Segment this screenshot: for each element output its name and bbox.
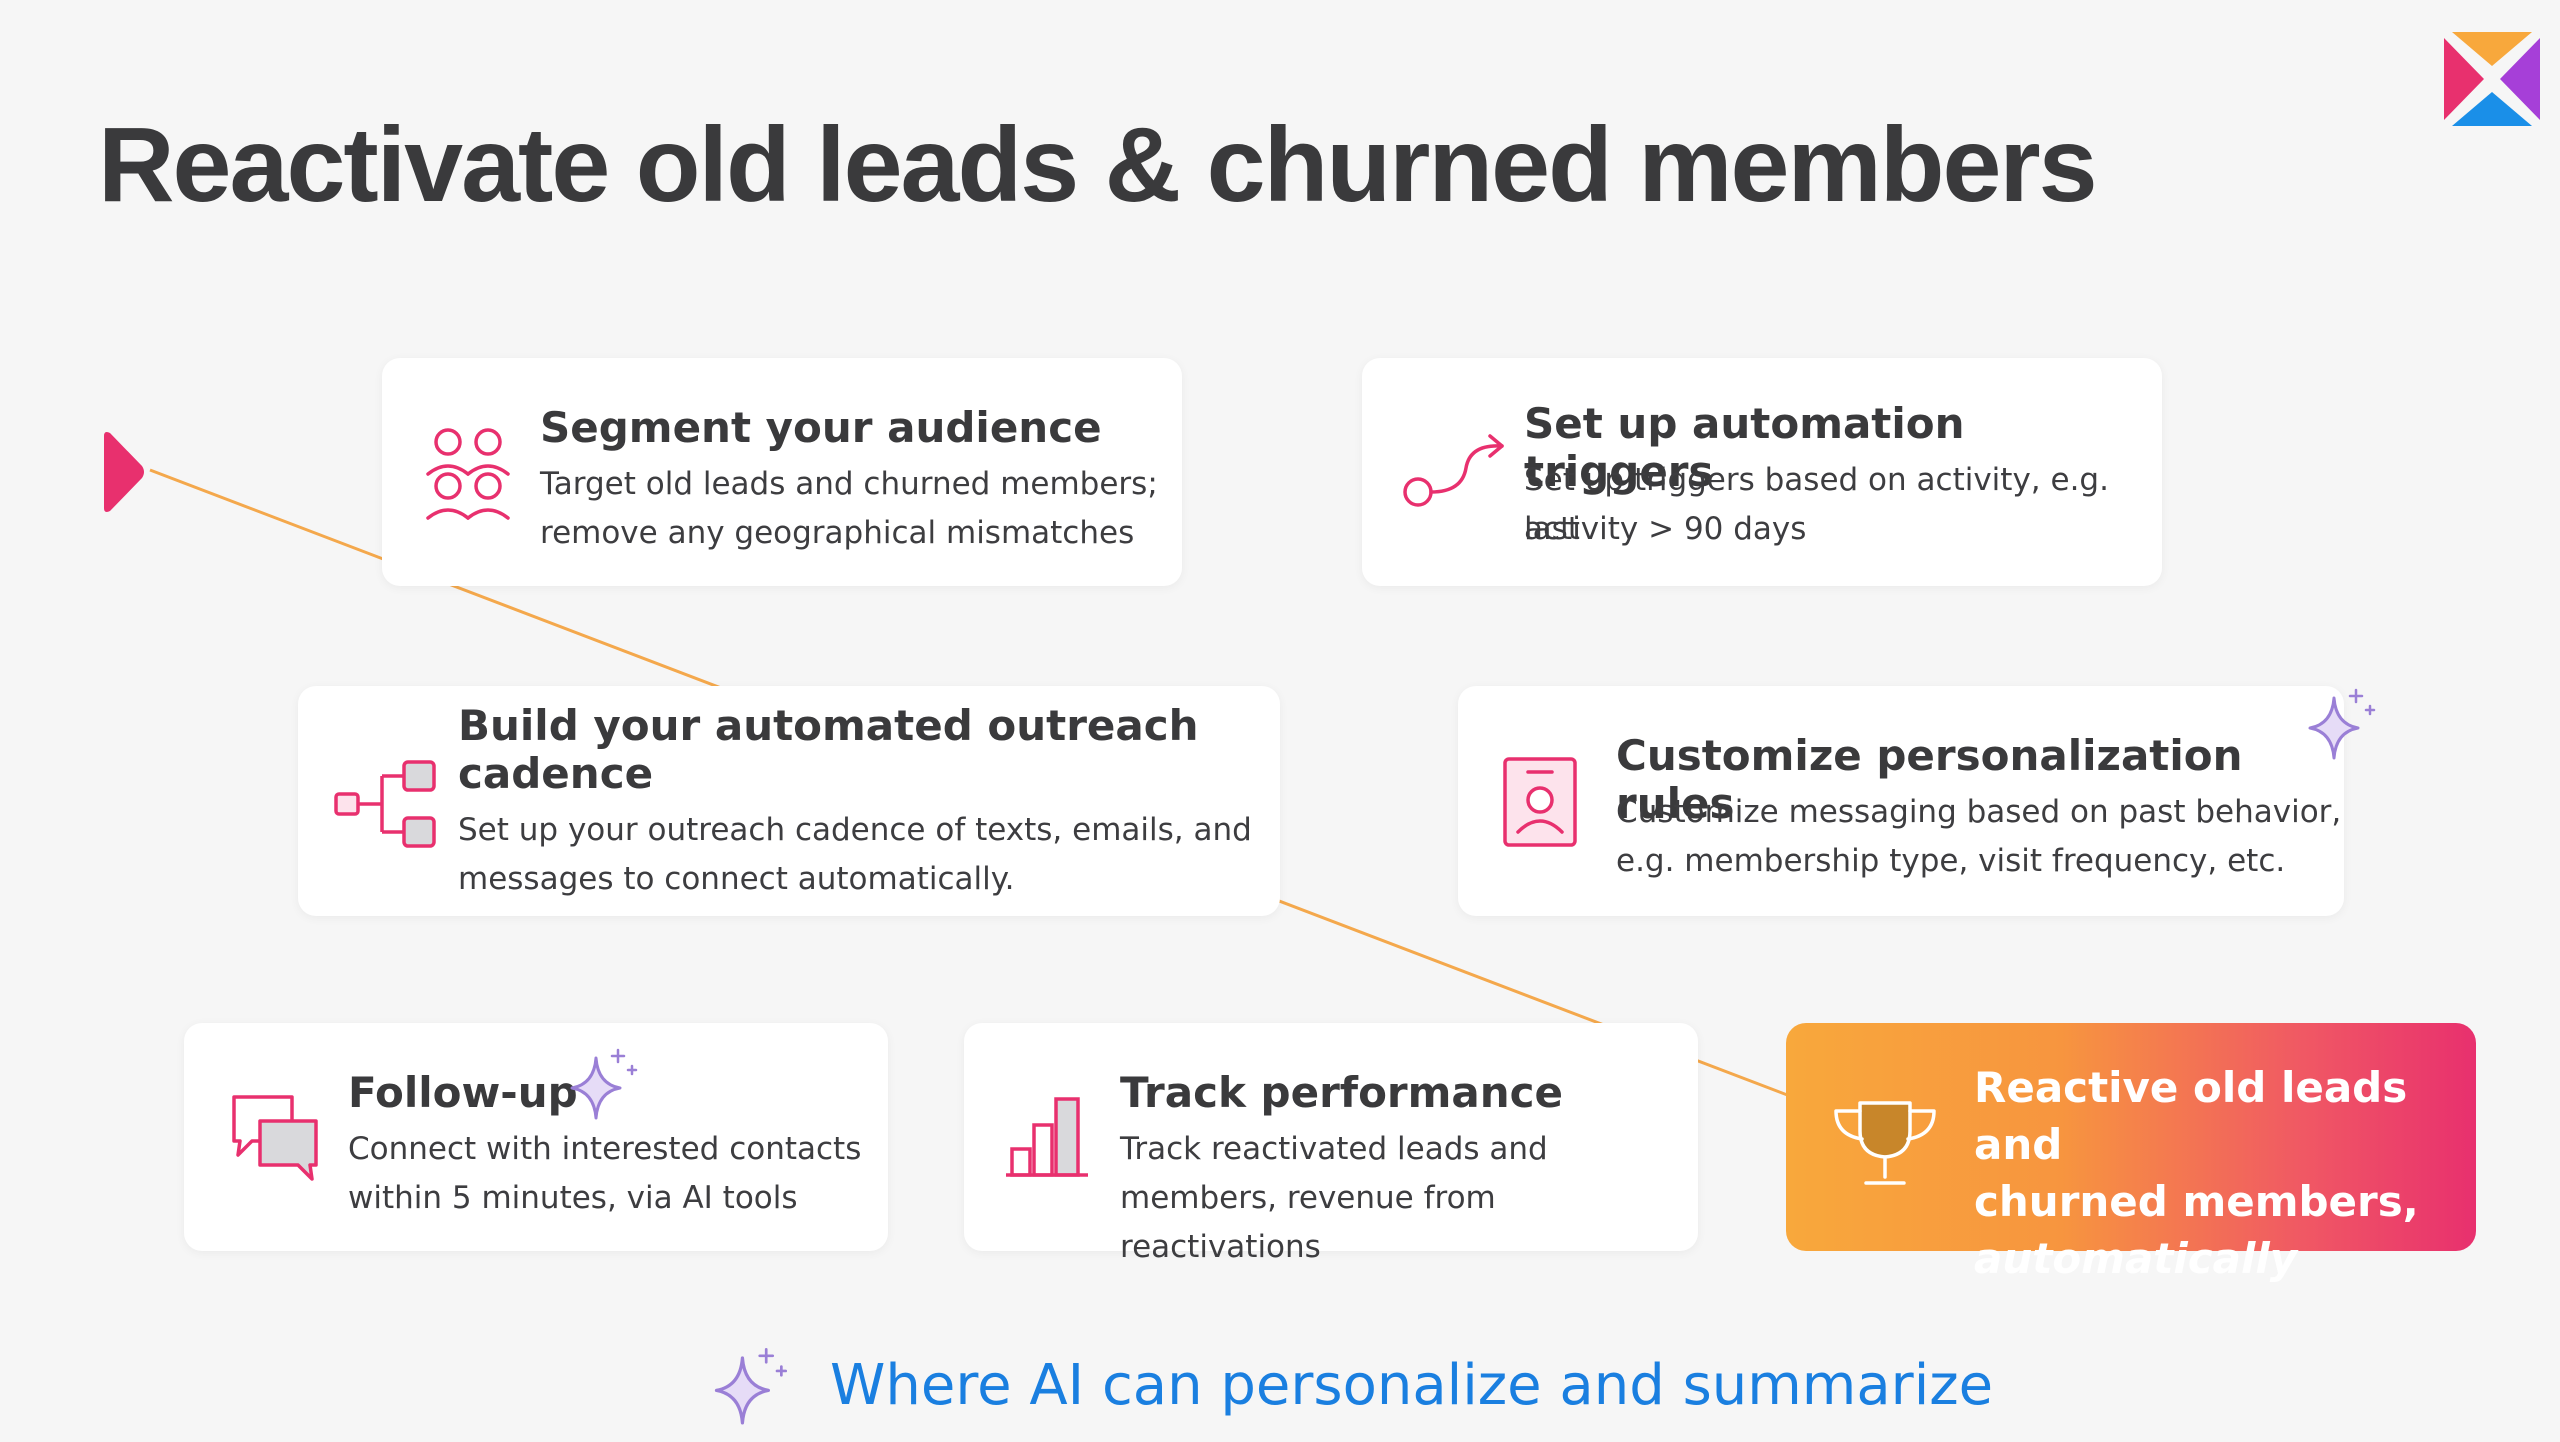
step-card-track-performance: Track performance Track reactivated lead… (964, 1023, 1698, 1265)
result-line: Reactive old leads and (1974, 1063, 2408, 1169)
result-line: churned members, (1974, 1177, 2419, 1226)
step-description-line: Connect with interested contacts (348, 1131, 862, 1167)
result-text: Reactive old leads and churned members, … (1974, 1059, 2464, 1287)
ai-sparkle-icon (570, 1048, 638, 1120)
step-description-line: messages to connect automatically. (458, 861, 1015, 897)
profile-card-icon (1503, 757, 1577, 847)
flow-branch-icon (334, 760, 436, 848)
trigger-path-icon (1403, 434, 1504, 507)
step-title: Track performance (1120, 1068, 1564, 1117)
step-description-line: e.g. membership type, visit frequency, e… (1616, 843, 2286, 879)
step-card-cadence: Build your automated outreach cadence Se… (298, 686, 1280, 916)
step-card-personalization: Customize personalization rules Customiz… (1458, 686, 2344, 916)
step-card-segment: Segment your audience Target old leads a… (382, 358, 1182, 586)
footer-legend: Where AI can personalize and summarize (710, 1340, 1993, 1430)
page-title: Reactivate old leads & churned members (98, 106, 2098, 224)
step-card-follow-up: Follow-up Connect with interested contac… (184, 1023, 888, 1251)
step-description-line: Set up your outreach cadence of texts, e… (458, 812, 1252, 848)
step-title: Segment your audience (540, 403, 1102, 452)
step-description-line: members, revenue from reactivations (1120, 1180, 1496, 1265)
bar-chart-icon (1006, 1097, 1088, 1177)
step-description-line: activity > 90 days (1524, 511, 1807, 547)
step-description-line: remove any geographical mismatches (540, 515, 1135, 551)
step-description-line: Customize messaging based on past behavi… (1616, 794, 2342, 830)
people-group-icon (426, 428, 510, 520)
chat-bubbles-icon (232, 1095, 318, 1181)
footer-text: Where AI can personalize and summarize (830, 1352, 1994, 1418)
brand-logo (2444, 32, 2540, 126)
step-description-line: Set up triggers based on activity, e.g. … (1524, 462, 2109, 547)
trophy-icon (1834, 1101, 1936, 1185)
step-title: Customize personalization rules (1616, 731, 2243, 828)
step-description-line: within 5 minutes, via AI tools (348, 1180, 798, 1216)
step-title: cadence (458, 749, 654, 798)
start-marker-icon (104, 432, 144, 512)
result-card: Reactive old leads and churned members, … (1786, 1023, 2476, 1283)
step-description-line: Track reactivated leads and (1120, 1131, 1548, 1167)
step-title: Follow-up (348, 1068, 578, 1117)
step-title: Set up automation triggers (1524, 399, 1965, 496)
ai-sparkle-icon (714, 1347, 788, 1425)
step-card-triggers: Set up automation triggers Set up trigge… (1362, 358, 2162, 586)
ai-sparkle-icon (2308, 688, 2376, 760)
result-emphasis: automatically (1974, 1234, 2298, 1283)
step-description-line: Target old leads and churned members; (540, 466, 1158, 502)
step-title: Build your automated outreach (458, 701, 1199, 750)
